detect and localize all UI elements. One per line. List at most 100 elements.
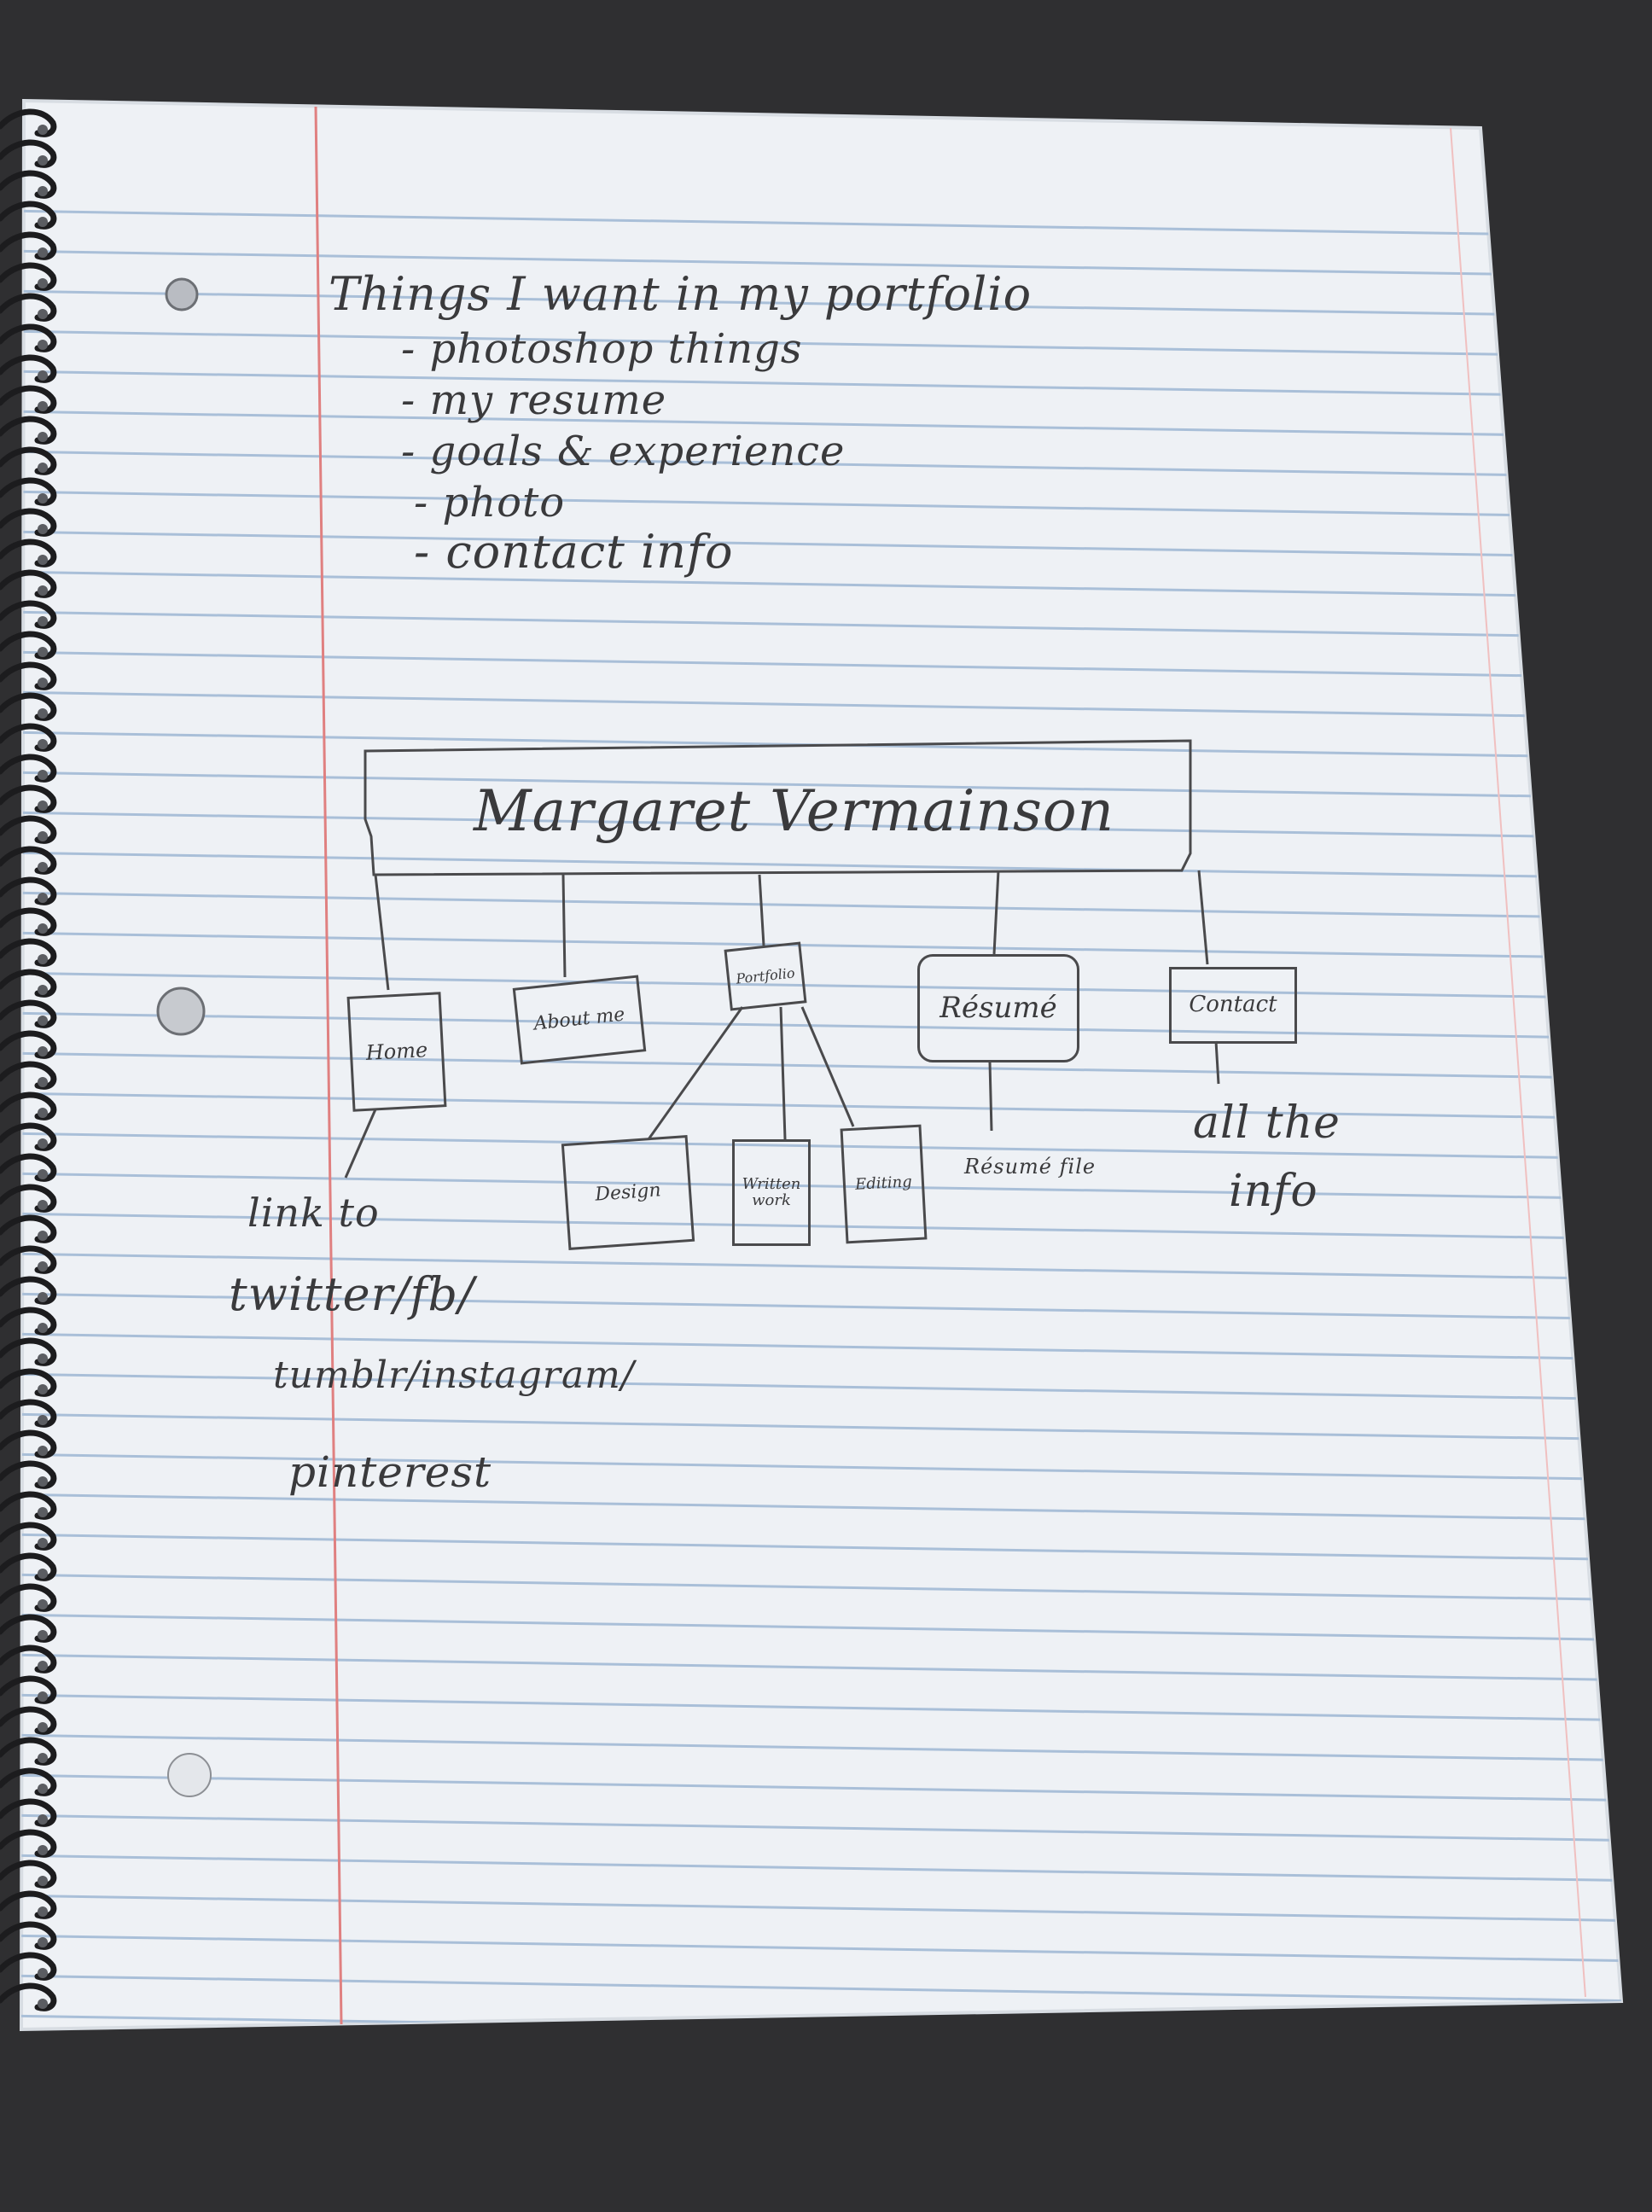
spiral-hole [38, 1999, 48, 2009]
home-note-line: tumblr/instagram/ [273, 1353, 635, 1397]
rule-line [21, 1813, 1621, 1842]
spiral-coil [0, 1921, 57, 1950]
resume-file-label: Résumé file [964, 1155, 1096, 1179]
subpage-box-editing: Editing [840, 1124, 928, 1244]
rule-line [21, 249, 1621, 278]
spiral-coil [0, 784, 57, 813]
home-note-line: twitter/fb/ [229, 1267, 475, 1321]
page-label-home: Home [365, 1038, 428, 1065]
spiral-coil [0, 1737, 57, 1766]
rule-line [21, 1172, 1621, 1201]
spiral-hole [38, 1876, 48, 1886]
page-box-about: About me [512, 975, 647, 1065]
spiral-hole [38, 493, 48, 504]
rule-line [21, 1773, 1621, 1802]
rule-line [21, 1974, 1621, 2003]
spiral-hole [38, 1016, 48, 1026]
spiral-coil [0, 354, 57, 383]
page-box-resume: Résumé [917, 954, 1079, 1062]
spiral-coil [0, 538, 57, 568]
rule-line [21, 1011, 1621, 1040]
rule-line [21, 1412, 1621, 1441]
spiral-coil [0, 1460, 57, 1489]
spiral-coil [0, 1214, 57, 1243]
rule-line [21, 410, 1621, 439]
spiral-hole [38, 125, 48, 135]
spiral-coil [0, 1583, 57, 1612]
spiral-hole [38, 1292, 48, 1302]
rule-line [21, 1894, 1621, 1923]
rule-line [21, 1693, 1621, 1722]
spiral-hole [38, 770, 48, 780]
page-box-home: Home [346, 992, 447, 1112]
page-label-portfolio: Portfolio [735, 964, 796, 987]
spiral-hole [38, 985, 48, 995]
spiral-hole [38, 555, 48, 565]
spiral-coil [0, 170, 57, 199]
spiral-coil [0, 323, 57, 352]
spiral-hole [38, 432, 48, 442]
spiral-coil [0, 907, 57, 936]
spiral-coil [0, 1153, 57, 1182]
notes-item: - contact info [414, 525, 734, 579]
spiral-hole [38, 923, 48, 934]
spiral-hole [38, 1169, 48, 1179]
spiral-coil [0, 846, 57, 875]
spiral-hole [38, 309, 48, 319]
spiral-hole [38, 1968, 48, 1978]
spiral-hole [38, 1906, 48, 1917]
spiral-coil [0, 1767, 57, 1796]
spiral-hole [38, 1261, 48, 1272]
page-box-contact: Contact [1169, 967, 1297, 1044]
page-label-contact: Contact [1189, 992, 1277, 1018]
spiral-hole [38, 616, 48, 626]
spiral-hole [38, 1476, 48, 1487]
spiral-hole [38, 1784, 48, 1794]
spiral-coil [0, 1429, 57, 1458]
spiral-coil [0, 1982, 57, 2011]
rule-line [21, 690, 1621, 719]
spiral-hole [38, 585, 48, 596]
rule-line [21, 1533, 1621, 1562]
spiral-coil [0, 1675, 57, 1704]
spiral-coil [0, 231, 57, 260]
spiral-coil [0, 1061, 57, 1090]
spiral-hole [38, 1077, 48, 1087]
rule-line [21, 1934, 1621, 1963]
spiral-coil [0, 1706, 57, 1735]
spiral-hole [38, 278, 48, 288]
notes-item: - photo [414, 479, 566, 527]
spiral-hole [38, 1814, 48, 1825]
rule-line [21, 1332, 1621, 1361]
notes-item: - my resume [401, 376, 667, 424]
spiral-coil [0, 262, 57, 291]
spiral-hole [38, 370, 48, 381]
spiral-coil [0, 969, 57, 998]
spiral-hole [38, 217, 48, 227]
rule-line [21, 1252, 1621, 1281]
spiral-hole [38, 1753, 48, 1763]
spiral-coil [0, 938, 57, 967]
spiral-hole [38, 647, 48, 657]
rule-line [21, 650, 1621, 679]
rule-line [21, 1452, 1621, 1481]
spiral-coil [0, 293, 57, 322]
notes-item: - goals & experience [401, 428, 846, 475]
rule-line [21, 1493, 1621, 1522]
spiral-hole [38, 1937, 48, 1947]
page-label-resume: Résumé [939, 990, 1057, 1025]
margin-line [314, 106, 343, 2025]
subpage-label-editing: Editing [854, 1173, 913, 1194]
rule-line [21, 971, 1621, 1000]
rule-line [21, 891, 1621, 920]
spiral-coil [0, 1798, 57, 1827]
punch-hole [156, 987, 206, 1036]
spiral-hole [38, 1138, 48, 1149]
spiral-hole [38, 155, 48, 166]
rule-line [21, 1091, 1621, 1121]
rule-line [21, 931, 1621, 960]
spiral-coil [0, 508, 57, 537]
spiral-hole [38, 1691, 48, 1702]
spiral-coil [0, 723, 57, 752]
punch-hole [165, 277, 199, 311]
